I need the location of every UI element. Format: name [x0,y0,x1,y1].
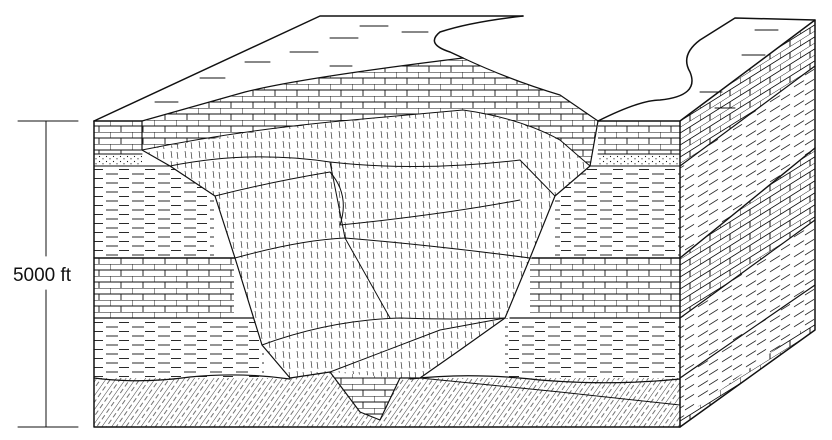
scale-bar: 5000 ft [13,121,78,427]
scale-label: 5000 ft [13,265,72,286]
